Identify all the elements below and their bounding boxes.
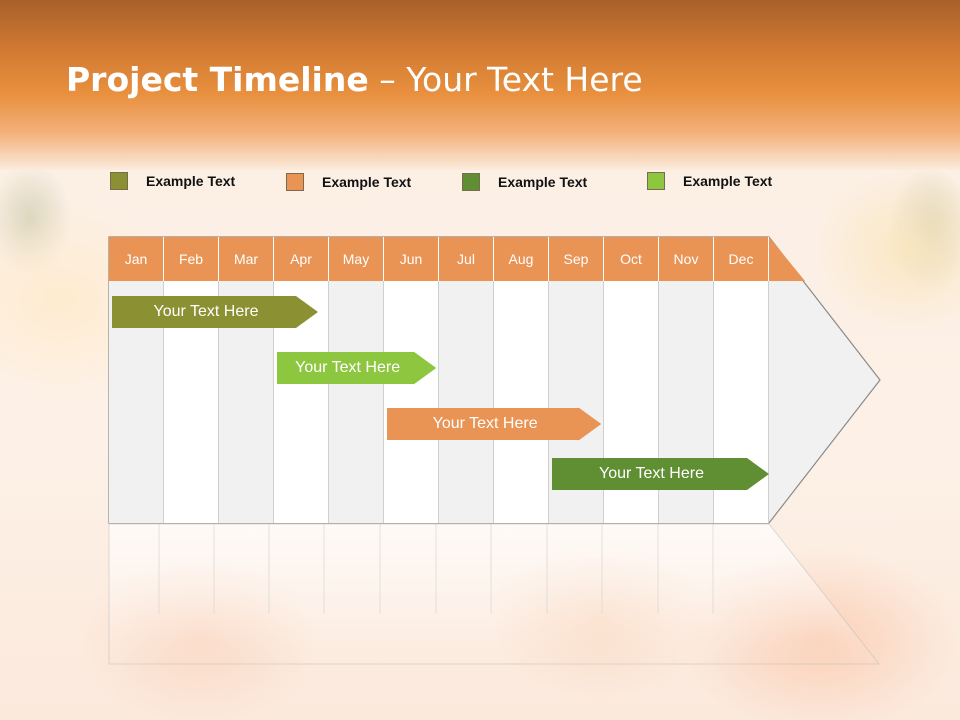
month-header-jan: Jan (109, 237, 164, 281)
month-header-oct: Oct (604, 237, 659, 281)
month-column (439, 281, 494, 523)
month-column (384, 281, 439, 523)
task-bar[interactable]: Your Text Here (112, 296, 318, 328)
header-band (0, 0, 960, 170)
month-header-apr: Apr (274, 237, 329, 281)
title-rest: – Your Text Here (368, 60, 643, 99)
month-column (494, 281, 549, 523)
legend-swatch (462, 173, 480, 191)
legend-label: Example Text (146, 173, 236, 189)
task-bar[interactable]: Your Text Here (387, 408, 601, 440)
legend-swatch (110, 172, 128, 190)
month-column (329, 281, 384, 523)
task-bar[interactable]: Your Text Here (277, 352, 436, 384)
month-header-feb: Feb (164, 237, 219, 281)
month-header-nov: Nov (659, 237, 714, 281)
legend-swatch (647, 172, 665, 190)
month-header-aug: Aug (494, 237, 549, 281)
slide-title: Project Timeline – Your Text Here (66, 60, 643, 99)
month-header-jun: Jun (384, 237, 439, 281)
legend-label: Example Text (322, 174, 412, 190)
month-header-may: May (329, 237, 384, 281)
legend-item: Example Text (647, 171, 772, 191)
month-header-jul: Jul (439, 237, 494, 281)
legend-label: Example Text (683, 173, 773, 189)
legend-swatch (286, 173, 304, 191)
legend-item: Example Text (110, 171, 235, 191)
legend-item: Example Text (286, 172, 411, 192)
legend-label: Example Text (498, 174, 588, 190)
month-header-mar: Mar (219, 237, 274, 281)
title-bold: Project Timeline (66, 60, 369, 99)
month-header-dec: Dec (714, 237, 769, 281)
legend-item: Example Text (462, 172, 587, 192)
task-bar[interactable]: Your Text Here (552, 458, 769, 490)
month-header-sep: Sep (549, 237, 604, 281)
